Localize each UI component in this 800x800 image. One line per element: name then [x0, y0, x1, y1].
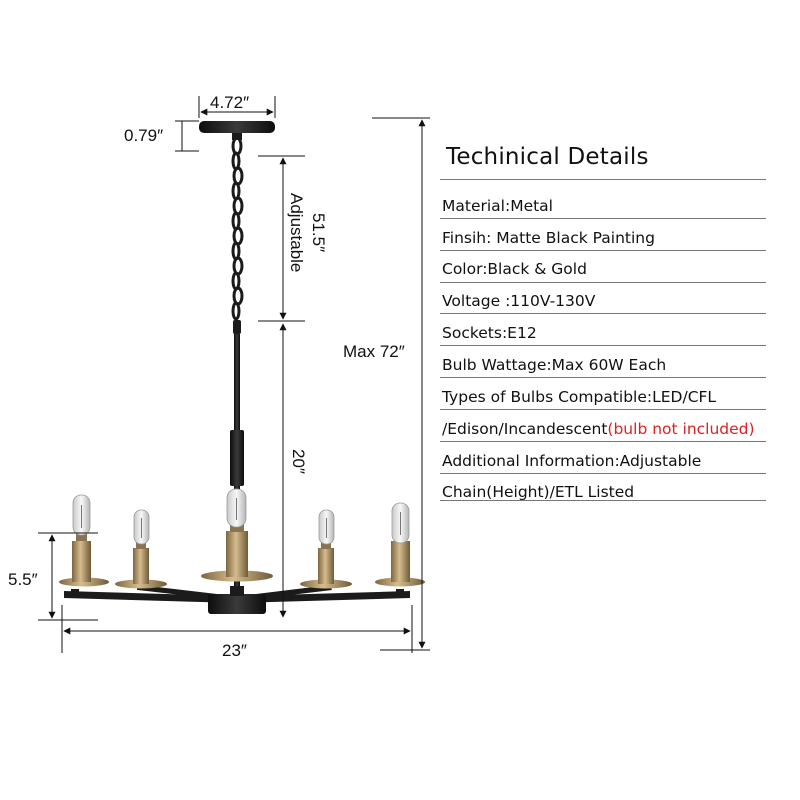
max-height-label: Max 72″ [343, 342, 405, 361]
fixture-body [64, 585, 410, 614]
divider [440, 409, 766, 410]
bulb-note: (bulb not included) [607, 420, 755, 438]
spec-text: Additional Information:Adjustable [442, 452, 702, 470]
divider [440, 441, 766, 442]
chain-note-label: Adjustable [287, 193, 306, 272]
chain-length-label: 51.5″ [309, 213, 328, 252]
divider [440, 377, 766, 378]
chandelier-fixture [59, 121, 425, 614]
dimension-lines [38, 96, 430, 653]
details-title: Techinical Details [446, 144, 649, 170]
spec-text: Sockets:E12 [442, 324, 537, 342]
canopy-width-label: 4.72″ [210, 93, 249, 112]
divider [440, 282, 766, 283]
spec-text: Color:Black & Gold [442, 260, 587, 278]
candle-light-2 [115, 509, 167, 590]
width-label: 23″ [222, 641, 247, 660]
divider [440, 250, 766, 251]
candle-light-4 [300, 509, 352, 590]
divider [440, 313, 766, 314]
canopy-height-label: 0.79″ [124, 126, 163, 145]
divider [440, 500, 766, 501]
spec-row-bulb-types: Types of Bulbs Compatible:LED/CFL [442, 388, 716, 406]
divider [440, 473, 766, 474]
candle-light-5 [375, 502, 425, 598]
spec-row-voltage: Voltage :110V-130V [442, 292, 595, 310]
spec-text: Chain(Height)/ETL Listed [442, 483, 635, 501]
spec-text: Voltage :110V-130V [442, 292, 596, 310]
body-height-label: 5.5″ [8, 570, 38, 589]
divider [440, 179, 766, 180]
spec-row-additional-info-cont: Chain(Height)/ETL Listed [442, 483, 634, 501]
candle-light-1 [59, 494, 109, 598]
spec-text: Types of Bulbs Compatible:LED/CFL [442, 388, 717, 406]
spec-row-color: Color:Black & Gold [442, 260, 587, 278]
spec-text: Bulb Wattage:Max 60W Each [442, 356, 667, 374]
spec-row-sockets: Sockets:E12 [442, 324, 537, 342]
spec-text: /Edison/Incandescent [442, 420, 608, 438]
spec-row-finish: Finsih: Matte Black Painting [442, 229, 655, 247]
divider [440, 218, 766, 219]
spec-text: Finsih: Matte Black Painting [442, 229, 655, 247]
candle-light-3 [201, 488, 273, 582]
spec-row-bulb-types-cont: /Edison/Incandescent(bulb not included) [442, 420, 755, 438]
spec-row-additional-info: Additional Information:Adjustable [442, 452, 701, 470]
spec-text: Material:Metal [442, 197, 553, 215]
divider [440, 345, 766, 346]
spec-row-wattage: Bulb Wattage:Max 60W Each [442, 356, 666, 374]
chain [231, 136, 244, 321]
spec-row-material: Material:Metal [442, 197, 553, 215]
rod-height-label: 20″ [289, 449, 308, 474]
